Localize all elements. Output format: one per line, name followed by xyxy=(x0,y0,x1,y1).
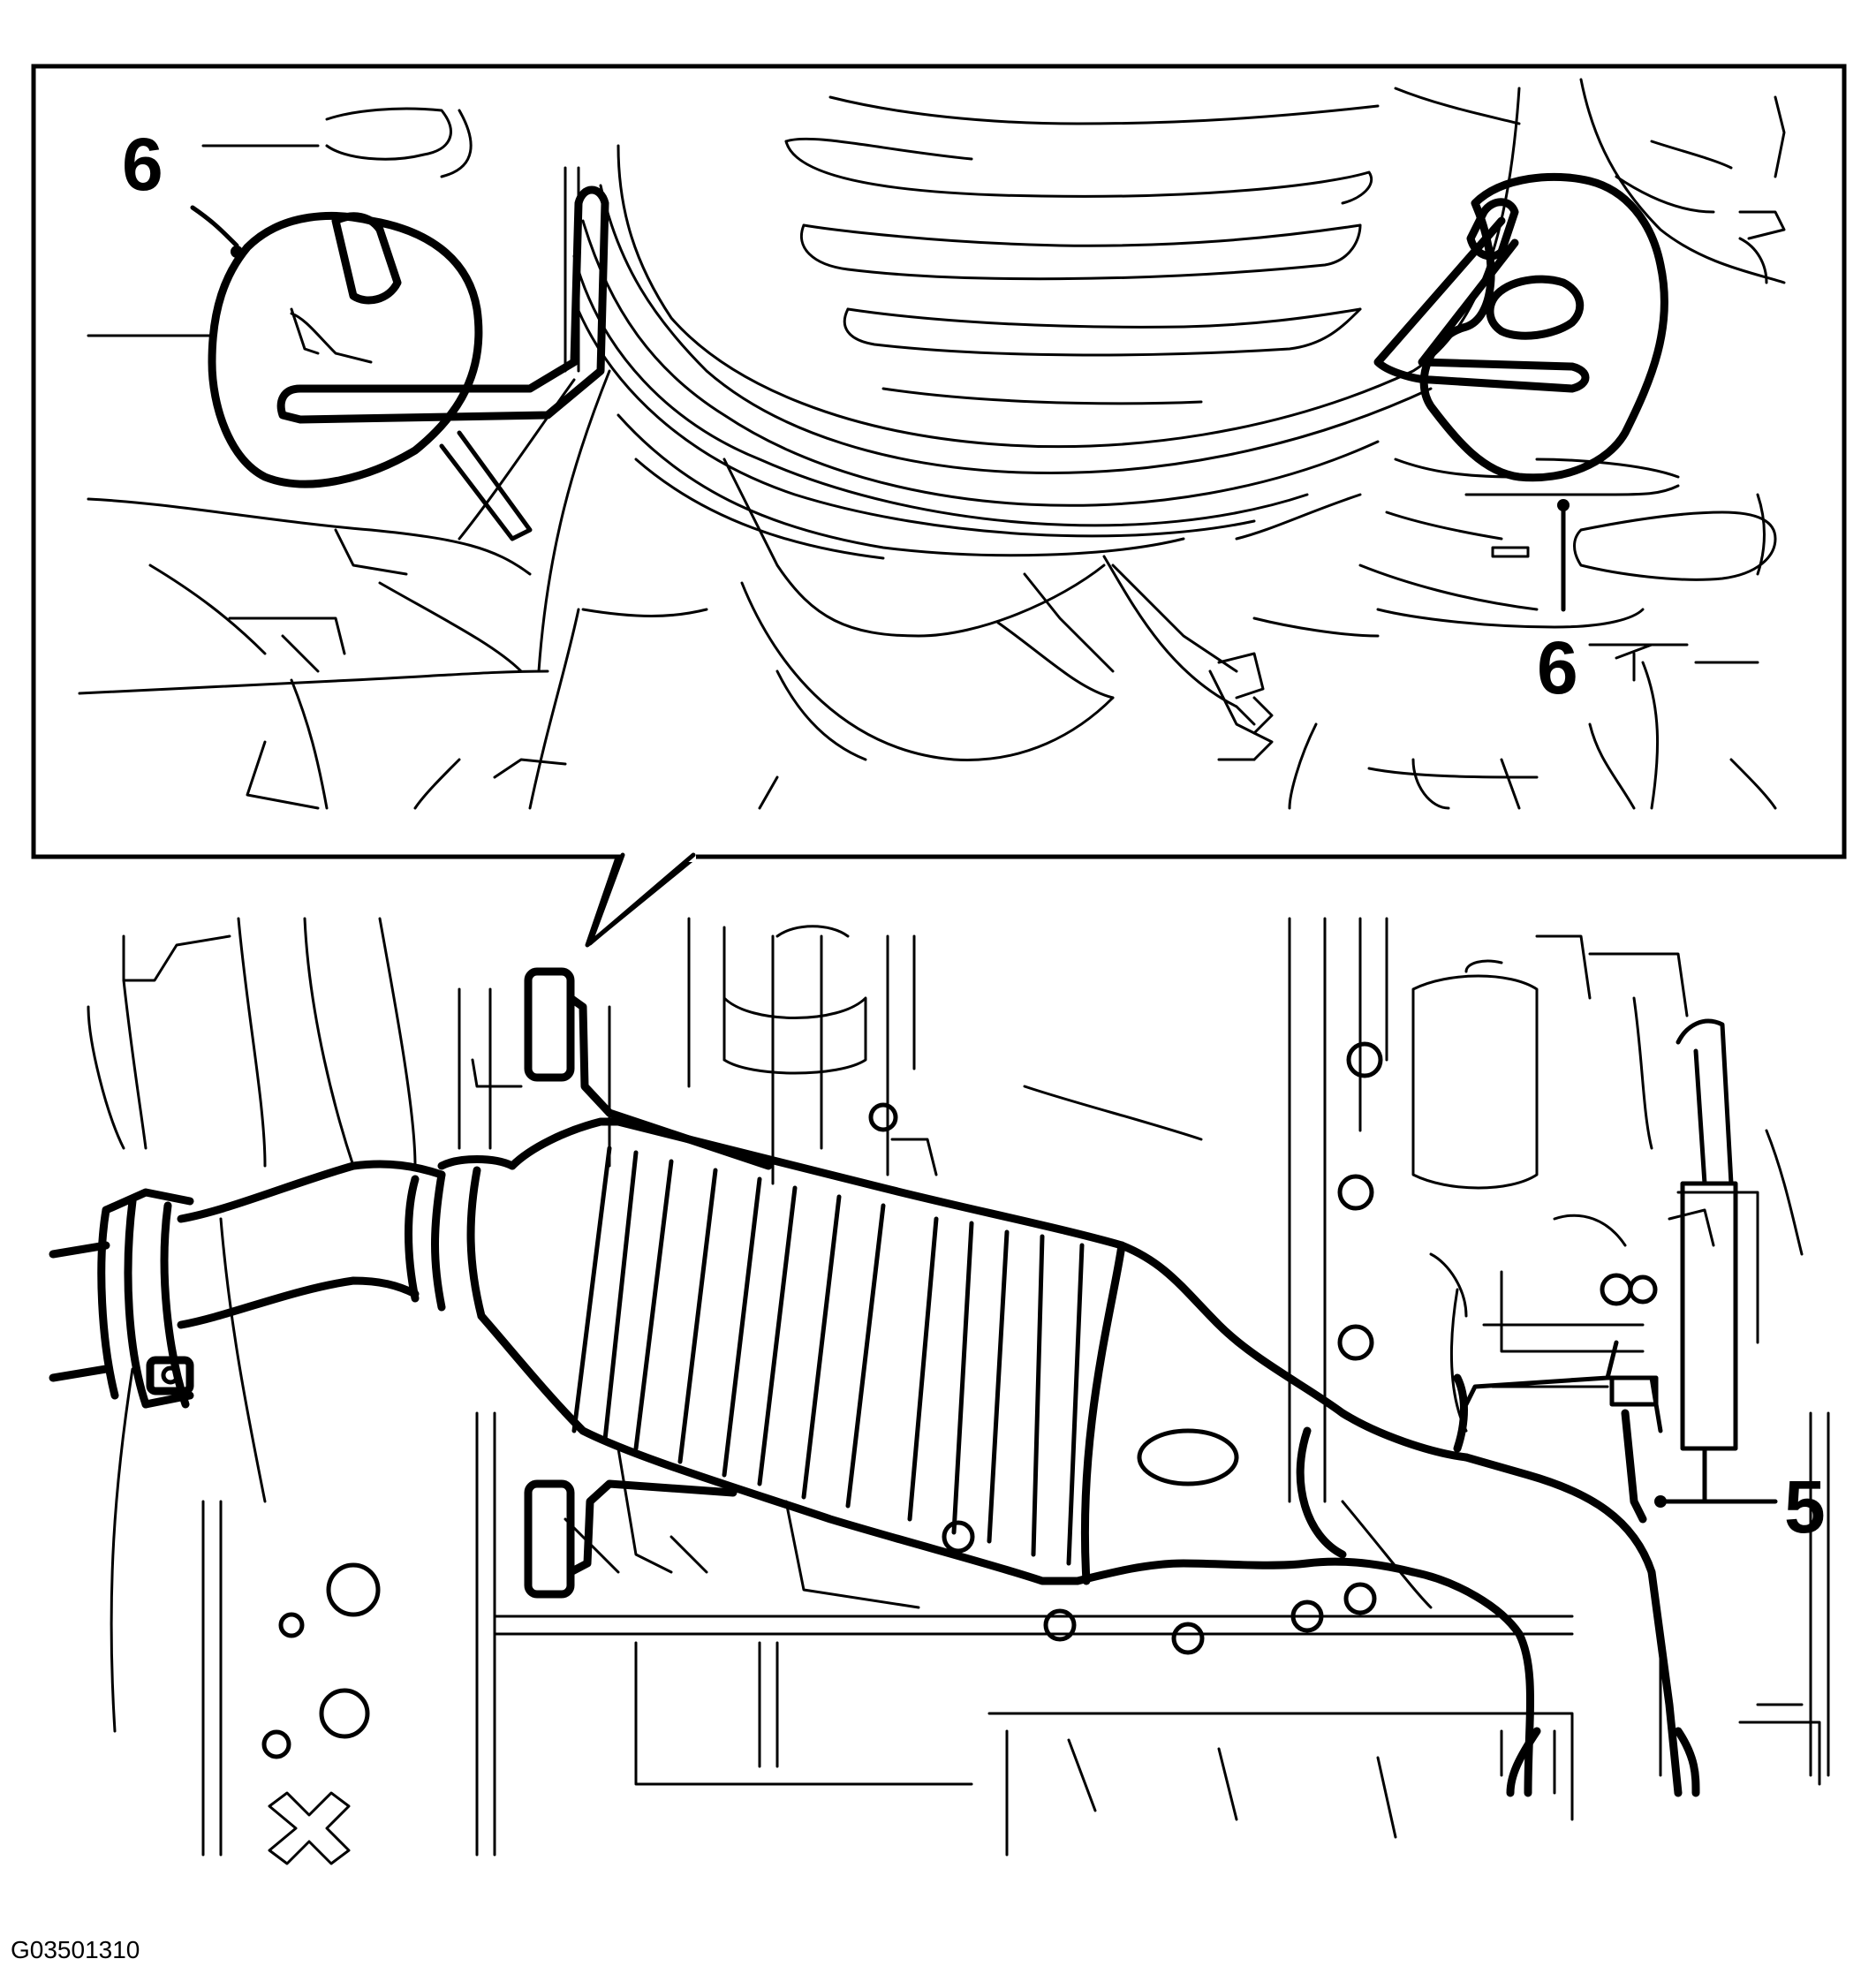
rubber-hanger-left xyxy=(208,185,609,541)
leader-dot-lower-right xyxy=(1654,1495,1667,1508)
callout-label-lower-right: 5 xyxy=(1784,1465,1826,1548)
rubber-hanger-right xyxy=(1373,172,1668,482)
fastener-bolts xyxy=(261,1041,1658,1759)
callout-label-upper-right: 6 xyxy=(1537,626,1578,709)
figure-id-label: G03501310 xyxy=(11,1936,140,1963)
inset-frame xyxy=(31,64,1847,859)
oxygen-sensor-assembly xyxy=(1453,1018,1738,1524)
x-mark-shape xyxy=(268,1791,351,1865)
catalytic-converter xyxy=(477,1117,1700,1797)
chassis-background-lines xyxy=(87,917,1830,1857)
leader-dot-upper-left xyxy=(231,246,243,258)
converter-heat-shield-ribs xyxy=(571,1146,1085,1566)
pipe-hanger-bracket-lower xyxy=(524,1479,738,1599)
callout-leader-lines xyxy=(190,205,1566,612)
underbody-view xyxy=(49,852,1830,1865)
front-exhaust-pipe xyxy=(49,1155,517,1409)
callout-label-upper-left: 6 xyxy=(122,123,163,206)
detail-inset xyxy=(31,64,1847,946)
leader-dot-upper-right xyxy=(1557,499,1570,511)
